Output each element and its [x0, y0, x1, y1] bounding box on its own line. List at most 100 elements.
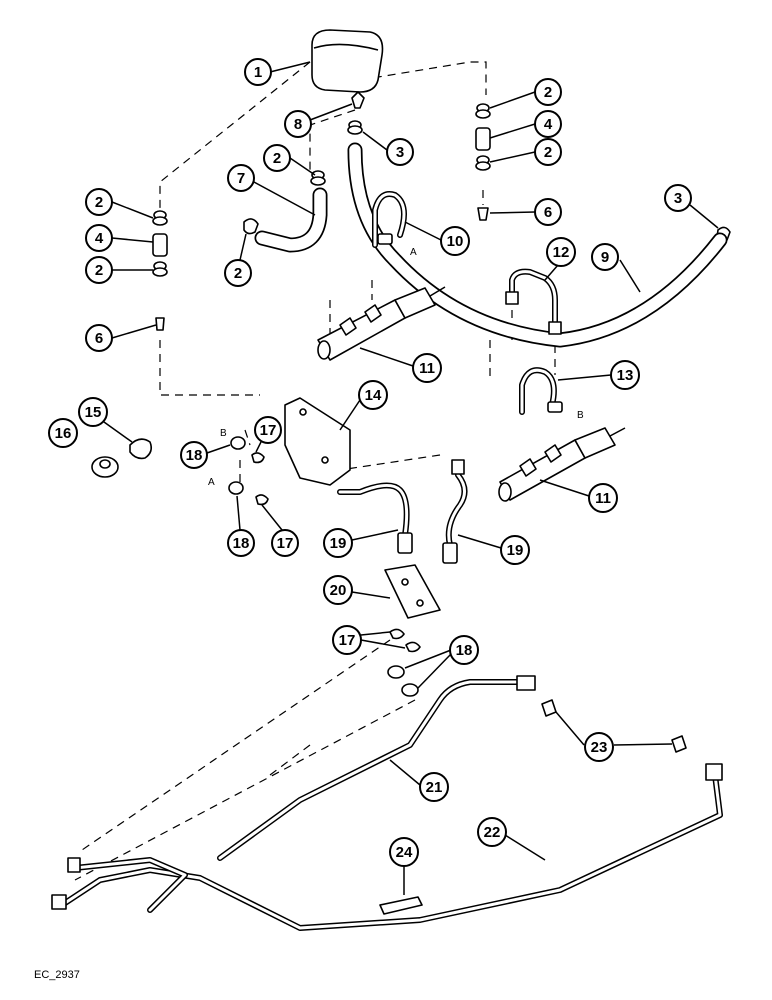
- callout-9: 9: [591, 243, 641, 293]
- svg-text:21: 21: [426, 779, 443, 796]
- svg-text:20: 20: [330, 582, 347, 599]
- svg-text:24: 24: [396, 844, 413, 861]
- svg-text:2: 2: [544, 144, 552, 161]
- svg-text:7: 7: [237, 170, 245, 187]
- marker-b-upper: B: [577, 410, 584, 421]
- svg-text:15: 15: [85, 404, 102, 421]
- svg-text:9: 9: [601, 249, 609, 266]
- callout-4-right: 4: [489, 110, 562, 139]
- pipe-21: [217, 675, 536, 861]
- svg-text:8: 8: [294, 116, 302, 133]
- callout-18-c: 18: [404, 635, 479, 689]
- svg-text:4: 4: [544, 116, 553, 133]
- callout-2-right-bottom: 2: [489, 138, 562, 166]
- callout-1: 1: [244, 58, 311, 86]
- fluid-reservoir: [311, 29, 384, 93]
- pipe-10: [372, 191, 407, 248]
- nuts-washers-upper: [228, 436, 269, 506]
- figure-reference: EC_2937: [34, 969, 80, 981]
- callout-17-a: 17: [254, 416, 282, 453]
- svg-text:11: 11: [419, 360, 435, 377]
- marker-b-lower: B: [220, 428, 227, 439]
- svg-text:4: 4: [95, 230, 104, 247]
- svg-text:17: 17: [339, 632, 356, 649]
- callout-22: 22: [477, 817, 546, 861]
- callout-20: 20: [323, 575, 391, 605]
- callout-10: 10: [404, 221, 470, 256]
- svg-text:6: 6: [95, 330, 103, 347]
- callout-12: 12: [544, 237, 576, 281]
- callout-11-lower: 11: [539, 479, 618, 513]
- callout-2-right-top: 2: [489, 78, 562, 109]
- svg-text:6: 6: [544, 204, 552, 221]
- callout-2-left-bottom: 2: [85, 256, 153, 284]
- svg-text:22: 22: [484, 824, 501, 841]
- clip-15-nut-16: [91, 438, 152, 478]
- callout-2-left-top: 2: [85, 188, 154, 219]
- master-cylinder-lower: [498, 427, 626, 502]
- callout-6-left: 6: [85, 324, 157, 352]
- marker-letters: A B A B: [208, 247, 584, 488]
- marker-a-upper: A: [410, 247, 417, 258]
- svg-text:3: 3: [674, 190, 682, 207]
- svg-text:2: 2: [273, 150, 281, 167]
- svg-text:18: 18: [186, 447, 203, 464]
- callout-11-upper: 11: [359, 347, 442, 383]
- callout-17-b: 17: [261, 504, 299, 557]
- master-cylinder-upper: [317, 286, 446, 361]
- svg-text:2: 2: [95, 194, 103, 211]
- nuts-washers-lower: [387, 628, 421, 697]
- svg-text:2: 2: [544, 84, 552, 101]
- callout-2-mid: 2: [263, 144, 316, 176]
- upper-fittings: [152, 91, 731, 331]
- callout-6-right: 6: [489, 198, 562, 226]
- svg-text:17: 17: [260, 422, 277, 439]
- callout-7: 7: [227, 164, 316, 216]
- hose-9: [347, 142, 728, 348]
- pipe-22: [51, 763, 723, 931]
- svg-text:3: 3: [396, 144, 404, 161]
- fittings-23: [541, 699, 687, 753]
- callout-2-hose-clip: 2: [224, 233, 252, 287]
- callout-15: 15: [78, 397, 133, 443]
- callout-8: 8: [284, 103, 353, 138]
- callout-24: 24: [389, 837, 419, 895]
- svg-text:10: 10: [447, 233, 464, 250]
- svg-text:17: 17: [277, 535, 294, 552]
- callout-13: 13: [557, 360, 640, 390]
- svg-text:2: 2: [234, 265, 242, 282]
- svg-text:13: 13: [617, 367, 634, 384]
- svg-text:14: 14: [365, 387, 382, 404]
- svg-text:18: 18: [233, 535, 250, 552]
- svg-text:12: 12: [553, 244, 570, 261]
- callout-21: 21: [389, 759, 449, 802]
- svg-text:11: 11: [595, 490, 611, 507]
- svg-text:19: 19: [330, 535, 347, 552]
- callout-14: 14: [339, 380, 388, 431]
- callout-18-a: 18: [180, 441, 231, 469]
- svg-text:18: 18: [456, 642, 473, 659]
- callout-3-mid: 3: [362, 131, 414, 166]
- callouts: 1 2 2 2 2 2 2 3 3 4 4 6 6 7 8 9 10 11 11…: [48, 58, 719, 895]
- pipe-13: [519, 367, 563, 415]
- marker-a-lower: A: [208, 477, 215, 488]
- alignment-lines: [74, 61, 556, 881]
- svg-text:23: 23: [591, 739, 608, 756]
- brake-hoses-19: [337, 459, 468, 564]
- callout-17-c: 17: [332, 625, 406, 655]
- bracket-14: [284, 397, 351, 486]
- bracket-20: [384, 564, 441, 619]
- callout-19-left: 19: [323, 528, 399, 558]
- svg-text:1: 1: [254, 64, 262, 81]
- svg-text:2: 2: [95, 262, 103, 279]
- svg-text:19: 19: [507, 542, 524, 559]
- callout-4-left: 4: [85, 224, 154, 252]
- callout-3-right: 3: [664, 184, 719, 229]
- svg-text:16: 16: [55, 425, 72, 442]
- sleeve-24: [379, 896, 423, 915]
- pipe-12: [505, 268, 562, 335]
- hose-7: [254, 187, 328, 253]
- callout-23: 23: [555, 711, 673, 762]
- callout-16: 16: [48, 418, 78, 448]
